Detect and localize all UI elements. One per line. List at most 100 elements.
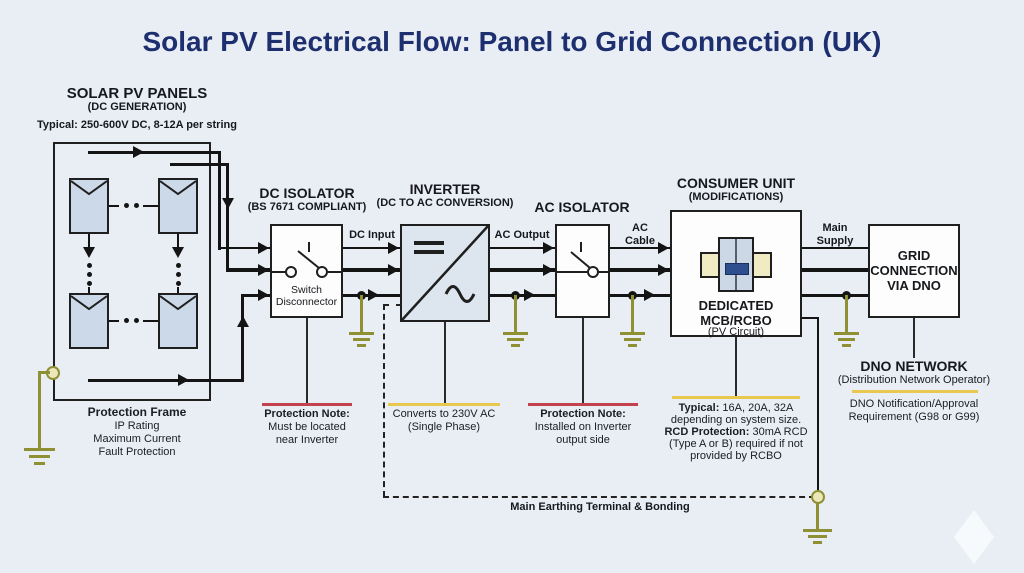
mcb-rcbo-icon <box>718 237 754 292</box>
arrow-right-icon <box>658 242 669 254</box>
note-connector <box>444 322 446 403</box>
earth-stem <box>816 503 819 529</box>
dc-input-label: DC Input <box>349 229 395 241</box>
earth-icon <box>353 338 370 341</box>
arrow-up-icon <box>237 316 249 327</box>
switch-icon <box>557 242 608 278</box>
dno-note: DNO Notification/Approval Requirement (G… <box>848 398 980 423</box>
dc-string-wire <box>170 163 229 166</box>
earth-icon <box>803 529 832 532</box>
note-rule-yellow <box>852 390 978 393</box>
earth-stem <box>514 295 517 332</box>
string-link <box>177 287 179 293</box>
arrow-right-icon <box>388 264 399 276</box>
note-rule-yellow <box>388 403 500 406</box>
arrow-right-icon <box>258 242 269 254</box>
main-supply-wire <box>802 268 868 272</box>
dc-isolator-heading: DC ISOLATOR <box>259 185 355 201</box>
dno-network-subheading: (Distribution Network Operator) <box>837 374 991 386</box>
note-connector <box>735 337 737 396</box>
page-title: Solar PV Electrical Flow: Panel to Grid … <box>142 26 882 57</box>
arrow-down-icon <box>83 247 95 258</box>
note-rule-red <box>528 403 638 406</box>
inverter-symbol-icon <box>402 226 488 320</box>
bonding-path <box>383 304 402 306</box>
string-dots <box>87 263 92 268</box>
earth-icon <box>624 338 641 341</box>
arrow-right-icon <box>133 146 144 158</box>
main-earthing-label: Main Earthing Terminal & Bonding <box>510 501 690 513</box>
string-link <box>143 320 158 322</box>
arrow-right-icon <box>543 264 554 276</box>
ac-output-wire <box>490 294 555 297</box>
earth-icon <box>628 344 637 347</box>
earth-icon <box>29 455 50 458</box>
cu-earth-wire <box>802 317 819 319</box>
mcb-toggle <box>725 263 749 275</box>
note-rule-red <box>262 403 352 406</box>
panels-subheading: (DC GENERATION) <box>87 101 187 113</box>
bonding-path <box>383 304 385 497</box>
dc-input-wire <box>343 247 400 249</box>
main-supply-wire <box>802 247 868 249</box>
dc-string-wire <box>226 163 229 272</box>
earth-icon <box>503 332 528 335</box>
note-connector <box>913 318 915 358</box>
string-link <box>88 287 90 293</box>
string-dots <box>87 272 92 277</box>
ac-cable-wire <box>610 247 670 249</box>
dc-isolator-subheading: (BS 7671 COMPLIANT) <box>247 201 367 213</box>
earth-icon <box>838 338 855 341</box>
pv-module-icon <box>69 178 109 234</box>
inverter-subheading: (DC TO AC CONVERSION) <box>376 197 514 209</box>
ac-isolator-heading: AC ISOLATOR <box>534 199 630 215</box>
earth-icon <box>620 332 645 335</box>
ac-cable-wire <box>610 294 670 297</box>
bonding-path <box>383 496 815 498</box>
dc-string-wire <box>218 151 221 250</box>
main-supply-wire <box>802 294 868 297</box>
dc-wire <box>226 268 270 272</box>
ac-isolator-note: Protection Note: Installed on Inverter o… <box>534 408 632 446</box>
pv-module-icon <box>69 293 109 349</box>
string-dots <box>87 281 92 286</box>
string-link <box>88 234 90 247</box>
string-link <box>109 205 119 207</box>
string-dots <box>134 203 139 208</box>
inverter-heading: INVERTER <box>409 181 481 197</box>
consumer-unit-heading: CONSUMER UNIT <box>676 175 796 191</box>
earth-icon <box>507 338 524 341</box>
string-dots <box>124 318 129 323</box>
arrow-right-icon <box>258 264 269 276</box>
cu-earth-wire <box>817 317 819 497</box>
arrow-down-icon <box>172 247 184 258</box>
earth-icon <box>24 448 55 451</box>
earth-icon <box>808 535 827 538</box>
earth-stem <box>360 295 363 332</box>
note-connector <box>582 318 584 403</box>
mcb-sublabel: (PV Circuit) <box>707 326 765 338</box>
dc-isolator-note: Protection Note: Must be located near In… <box>264 408 350 446</box>
dc-string-wire <box>88 151 221 154</box>
panels-spec: Typical: 250-600V DC, 8-12A per string <box>37 119 237 131</box>
consumer-unit-subheading: (MODIFICATIONS) <box>688 191 784 203</box>
arrow-right-icon <box>388 242 399 254</box>
inverter-note: Converts to 230V AC (Single Phase) <box>392 408 496 433</box>
pv-array-frame <box>53 142 211 401</box>
arrow-down-icon <box>222 198 234 209</box>
string-link <box>177 234 179 247</box>
pv-module-icon <box>158 293 198 349</box>
switch-disconnector-icon <box>272 242 341 278</box>
consumer-unit-note: Typical: 16A, 20A, 32A depending on syst… <box>664 402 808 462</box>
earth-icon <box>357 344 366 347</box>
string-dots <box>176 272 181 277</box>
earth-icon <box>34 462 45 465</box>
string-dots <box>134 318 139 323</box>
